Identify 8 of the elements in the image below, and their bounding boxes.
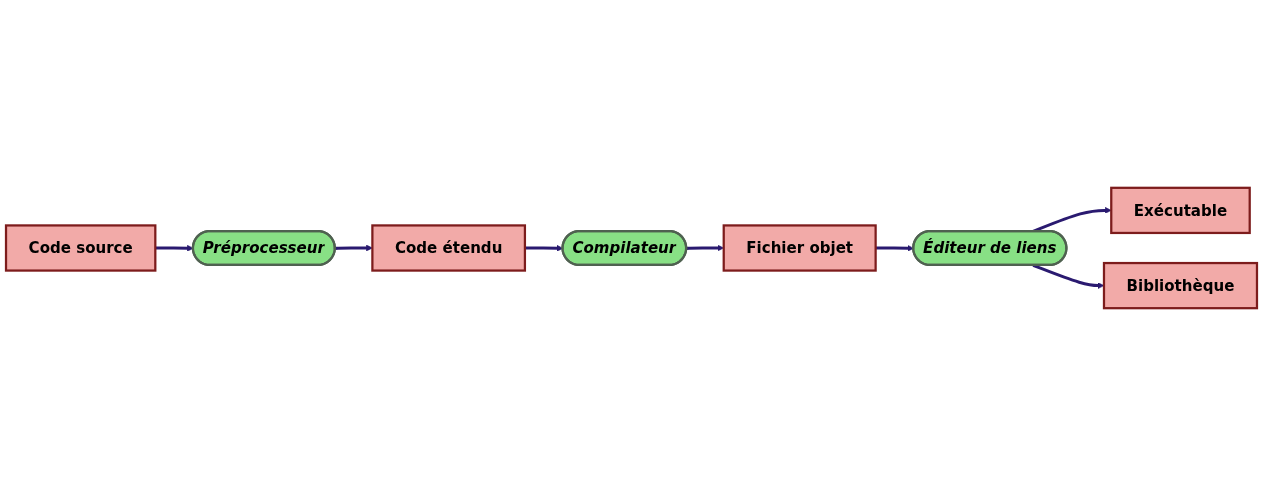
node-box: Code source xyxy=(4,224,157,272)
arrow xyxy=(155,244,194,252)
node-box: Code étendu xyxy=(371,224,527,272)
node-box: Fichier objet xyxy=(722,224,877,272)
node-box: Exécutable xyxy=(1110,186,1251,235)
node-box: Bibliothèque xyxy=(1102,261,1259,310)
arrow xyxy=(335,244,373,252)
arrow xyxy=(875,244,914,252)
